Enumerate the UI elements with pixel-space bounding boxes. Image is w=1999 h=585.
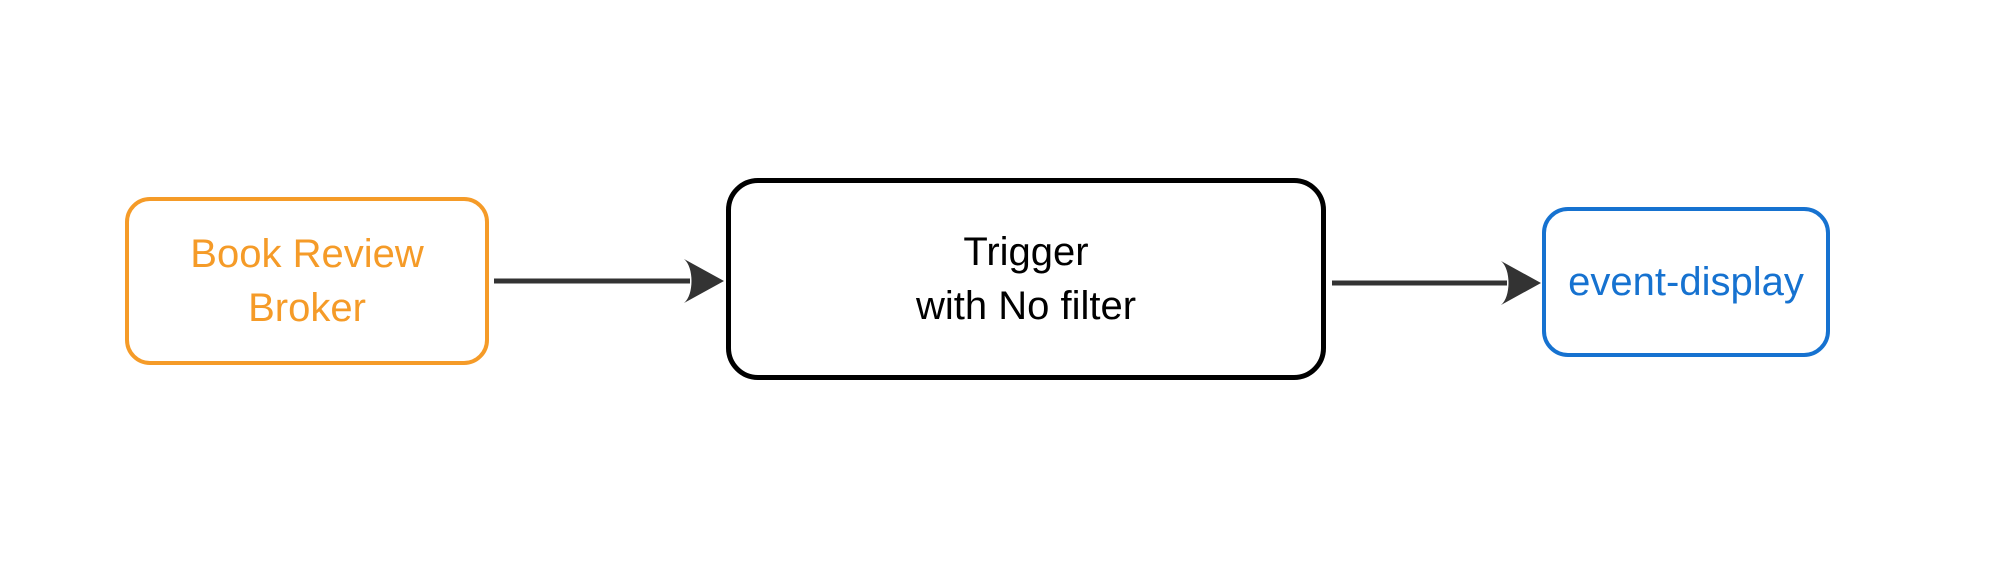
node-trigger-with-no-filter: Trigger with No filter — [726, 178, 1326, 380]
node-label-line: Broker — [248, 286, 366, 330]
node-label-line: event-display — [1568, 260, 1804, 304]
arrowhead-icon — [1501, 261, 1541, 305]
node-label-line: with No filter — [915, 284, 1137, 328]
edge-arrow-trigger-to-event-display — [1332, 261, 1541, 305]
node-label-line: Trigger — [963, 230, 1089, 274]
node-book-review-broker: Book Review Broker — [125, 197, 489, 365]
edge-arrow-broker-to-trigger — [494, 259, 724, 303]
node-event-display: event-display — [1542, 207, 1830, 357]
node-label-line: Book Review — [190, 232, 424, 276]
arrowhead-icon — [684, 259, 724, 303]
